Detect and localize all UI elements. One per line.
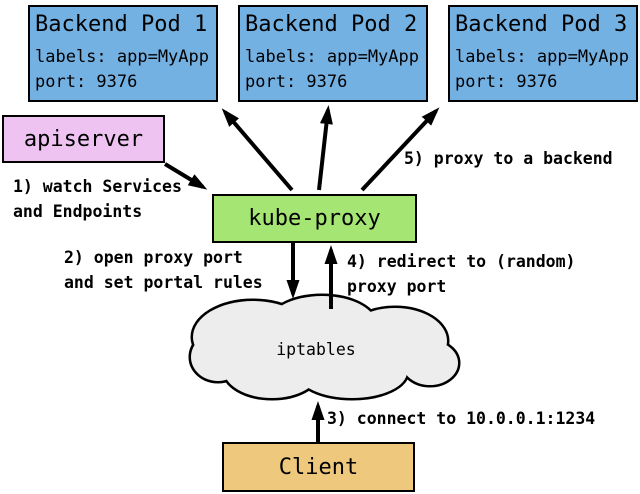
pod-port: port: 9376 (455, 72, 558, 92)
annotation-step1: 1) watch Services and Endpoints (13, 177, 182, 221)
arrow-proxy-to-pod2 (317, 105, 333, 191)
pod-title: Backend Pod 3 (455, 12, 628, 37)
pod-title: Backend Pod 1 (35, 12, 208, 37)
iptables-cloud: iptables (188, 293, 461, 401)
pod-labels: labels: app=MyApp (455, 47, 629, 67)
annotation-step5: 5) proxy to a backend (404, 149, 613, 168)
client-box: Client (222, 442, 415, 492)
kube-proxy-box: kube-proxy (212, 194, 417, 243)
pod-port: port: 9376 (35, 72, 138, 92)
backend-pod-2-box: Backend Pod 2 labels: app=MyApp port: 93… (238, 5, 428, 102)
client-label: Client (278, 454, 359, 480)
annotation-step3: 3) connect to 10.0.0.1:1234 (327, 409, 596, 428)
apiserver-box: apiserver (2, 115, 165, 163)
arrow-proxy-to-pod1 (221, 108, 294, 192)
iptables-label: iptables (276, 340, 355, 359)
annotation-step2: 2) open proxy port and set portal rules (64, 248, 263, 292)
apiserver-label: apiserver (23, 126, 144, 152)
backend-pod-3-box: Backend Pod 3 labels: app=MyApp port: 93… (448, 5, 638, 102)
pod-title: Backend Pod 2 (245, 12, 418, 37)
annotation-step4: 4) redirect to (random) proxy port (347, 252, 576, 296)
backend-pod-1-box: Backend Pod 1 labels: app=MyApp port: 93… (28, 5, 218, 102)
pod-port: port: 9376 (245, 72, 348, 92)
kube-proxy-label: kube-proxy (248, 206, 381, 231)
pod-labels: labels: app=MyApp (35, 47, 209, 67)
pod-labels: labels: app=MyApp (245, 47, 419, 67)
